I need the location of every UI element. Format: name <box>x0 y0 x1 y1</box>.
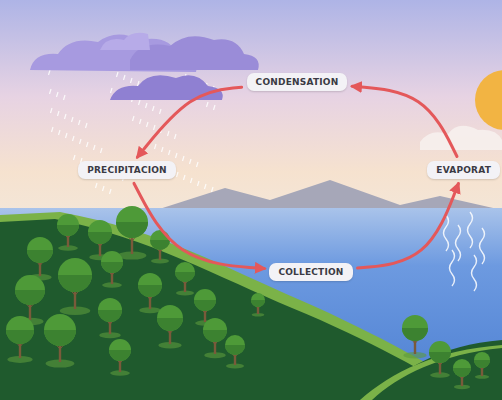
small-cloud <box>420 126 502 150</box>
stage-label: CONDENSATION <box>247 73 348 91</box>
stage-name: PRECIPITACION <box>87 165 167 175</box>
rain-clouds <box>30 33 259 100</box>
stage-name: CONDENSATION <box>256 77 339 87</box>
evaporation-waves <box>444 212 485 291</box>
cycle-arrow <box>137 87 241 157</box>
stage-label: EVAPORAT <box>427 161 500 179</box>
stage-name: EVAPORAT <box>436 165 491 175</box>
cycle-arrow <box>134 183 264 268</box>
stage-name: COLLECTION <box>278 267 343 277</box>
shore-edge <box>360 345 502 400</box>
trees <box>6 206 490 389</box>
cycle-arrow <box>352 86 457 156</box>
water <box>0 208 502 400</box>
sky <box>0 0 502 215</box>
stage-label: COLLECTION <box>269 263 352 281</box>
cycle-arrow <box>358 184 459 268</box>
sun <box>475 70 502 130</box>
stage-label: PRECIPITACION <box>78 161 176 179</box>
